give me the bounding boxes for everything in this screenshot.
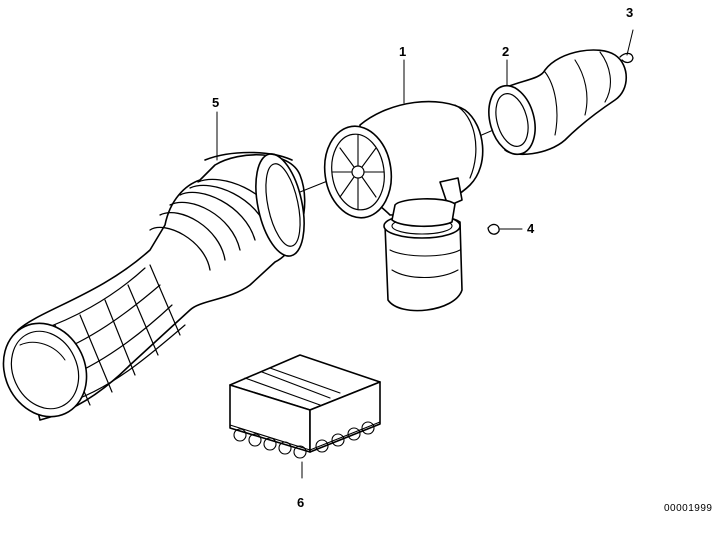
callout-5: 5 <box>212 95 220 110</box>
callout-1: 1 <box>399 44 407 59</box>
callout-3: 3 <box>626 5 634 20</box>
air-flow-meter <box>323 100 484 312</box>
document-number: 00001999 <box>664 503 713 514</box>
rubber-boot <box>488 49 628 156</box>
callout-2: 2 <box>502 44 510 59</box>
intake-hose <box>2 151 306 421</box>
callout-leaders <box>216 59 508 479</box>
clip-part-3 <box>619 29 634 64</box>
clip-part-4 <box>487 223 523 235</box>
filter-element-box <box>229 354 381 459</box>
callout-4: 4 <box>527 221 535 236</box>
callout-6: 6 <box>297 495 305 510</box>
